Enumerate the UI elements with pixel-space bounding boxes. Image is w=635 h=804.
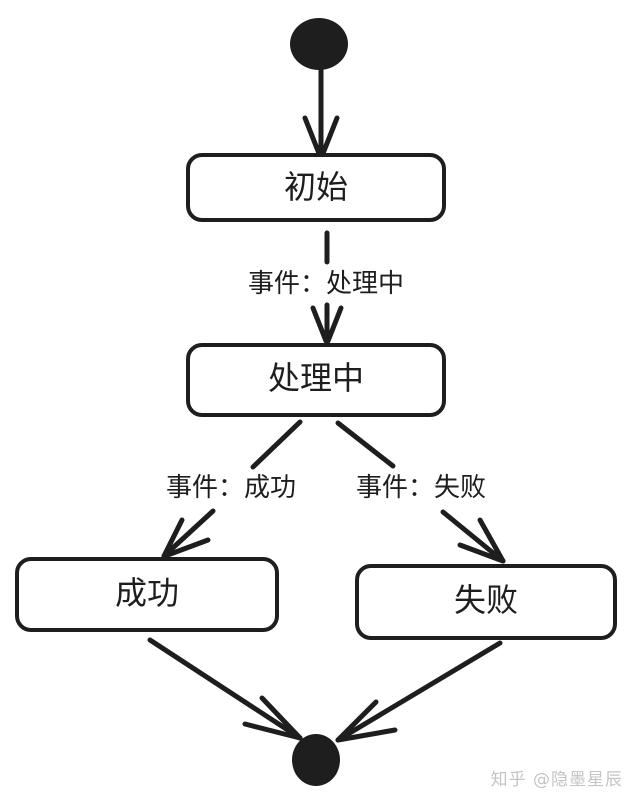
transition-failure-end: [335, 640, 503, 743]
start-node: [290, 18, 348, 70]
state-failure-label: 失败: [454, 581, 518, 619]
state-success-label: 成功: [115, 574, 179, 612]
state-success[interactable]: 成功: [15, 557, 279, 632]
transition-processing-failure: 事件：失败: [335, 420, 506, 564]
end-node: [292, 734, 340, 786]
state-init-label: 初始: [284, 168, 348, 206]
transition-label-processing: 事件：处理中: [248, 269, 404, 299]
state-init[interactable]: 初始: [186, 153, 446, 222]
transition-label-failure: 事件：失败: [356, 473, 486, 503]
transition-processing-success: 事件：成功: [161, 419, 303, 559]
transition-init-processing: 事件：处理中: [248, 230, 404, 344]
transition-start-init: [302, 65, 340, 159]
state-failure[interactable]: 失败: [355, 564, 617, 640]
transition-success-end: [147, 637, 303, 741]
transition-label-success: 事件：成功: [166, 473, 296, 503]
state-processing-label: 处理中: [268, 359, 364, 397]
state-processing[interactable]: 处理中: [186, 343, 446, 417]
watermark: 知乎 @隐墨星辰: [490, 770, 623, 790]
